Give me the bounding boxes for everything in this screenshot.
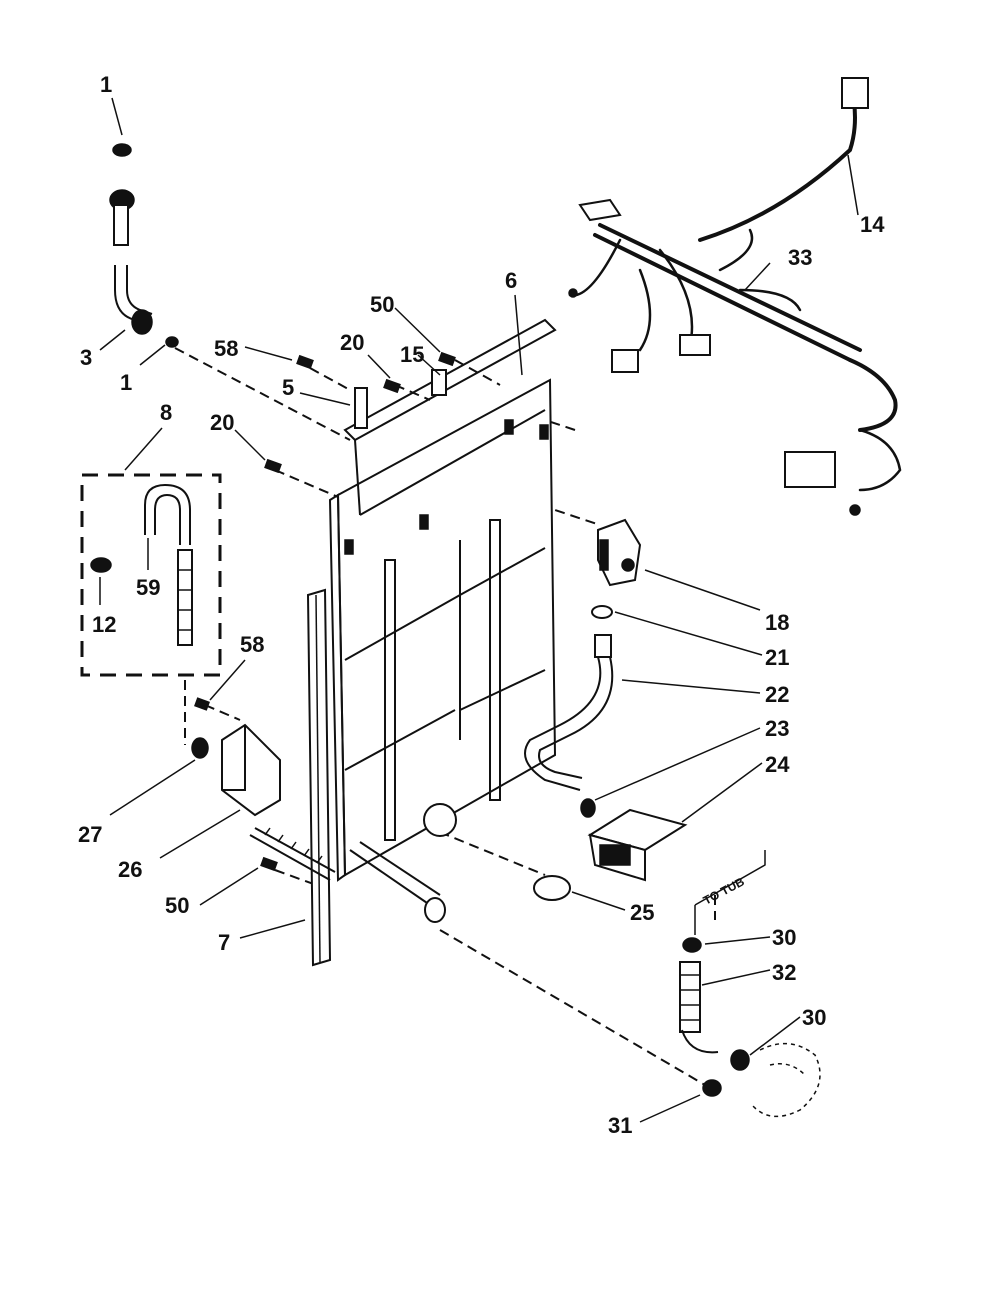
callout-22: 22 [765,682,789,707]
callout-50-lower: 50 [165,893,189,918]
pump-assembly [191,723,446,923]
callout-58-lower: 58 [240,632,264,657]
callout-1-top: 1 [100,72,112,97]
callout-27: 27 [78,822,102,847]
service-kit-box [80,473,222,677]
callout-24: 24 [765,752,790,777]
callout-30-lower: 30 [802,1005,826,1030]
callout-12: 12 [92,612,116,637]
callout-1-lower: 1 [120,370,132,395]
callout-26: 26 [118,857,142,882]
callout-30-top: 30 [772,925,796,950]
callout-8: 8 [160,400,172,425]
callout-25: 25 [630,900,654,925]
water-valve [597,518,642,587]
callout-21: 21 [765,645,789,670]
callout-arrows [99,97,859,1123]
to-tub-note: TO TUB [701,874,747,907]
pressure-switch [587,808,688,882]
callout-3: 3 [80,345,92,370]
callout-20-left: 20 [210,410,234,435]
callout-6: 6 [505,268,517,293]
fill-hose [524,605,614,818]
callout-32: 32 [772,960,796,985]
rear-panel [328,318,557,882]
callout-14: 14 [860,212,885,237]
part-25 [533,875,571,901]
callout-23: 23 [765,716,789,741]
callout-33: 33 [788,245,812,270]
callout-50-top: 50 [370,292,394,317]
callout-15: 15 [400,342,424,367]
callout-18: 18 [765,610,789,635]
callout-7: 7 [218,930,230,955]
side-rail [306,588,332,967]
fasteners [194,351,456,872]
callout-31: 31 [608,1113,632,1138]
inlet-hose-assembly [109,143,179,348]
wiring-harness [568,77,902,516]
callout-58-top: 58 [214,336,238,361]
callout-59: 59 [136,575,160,600]
callout-5: 5 [282,375,294,400]
drain-hose [679,850,821,1118]
callout-20-top: 20 [340,330,364,355]
